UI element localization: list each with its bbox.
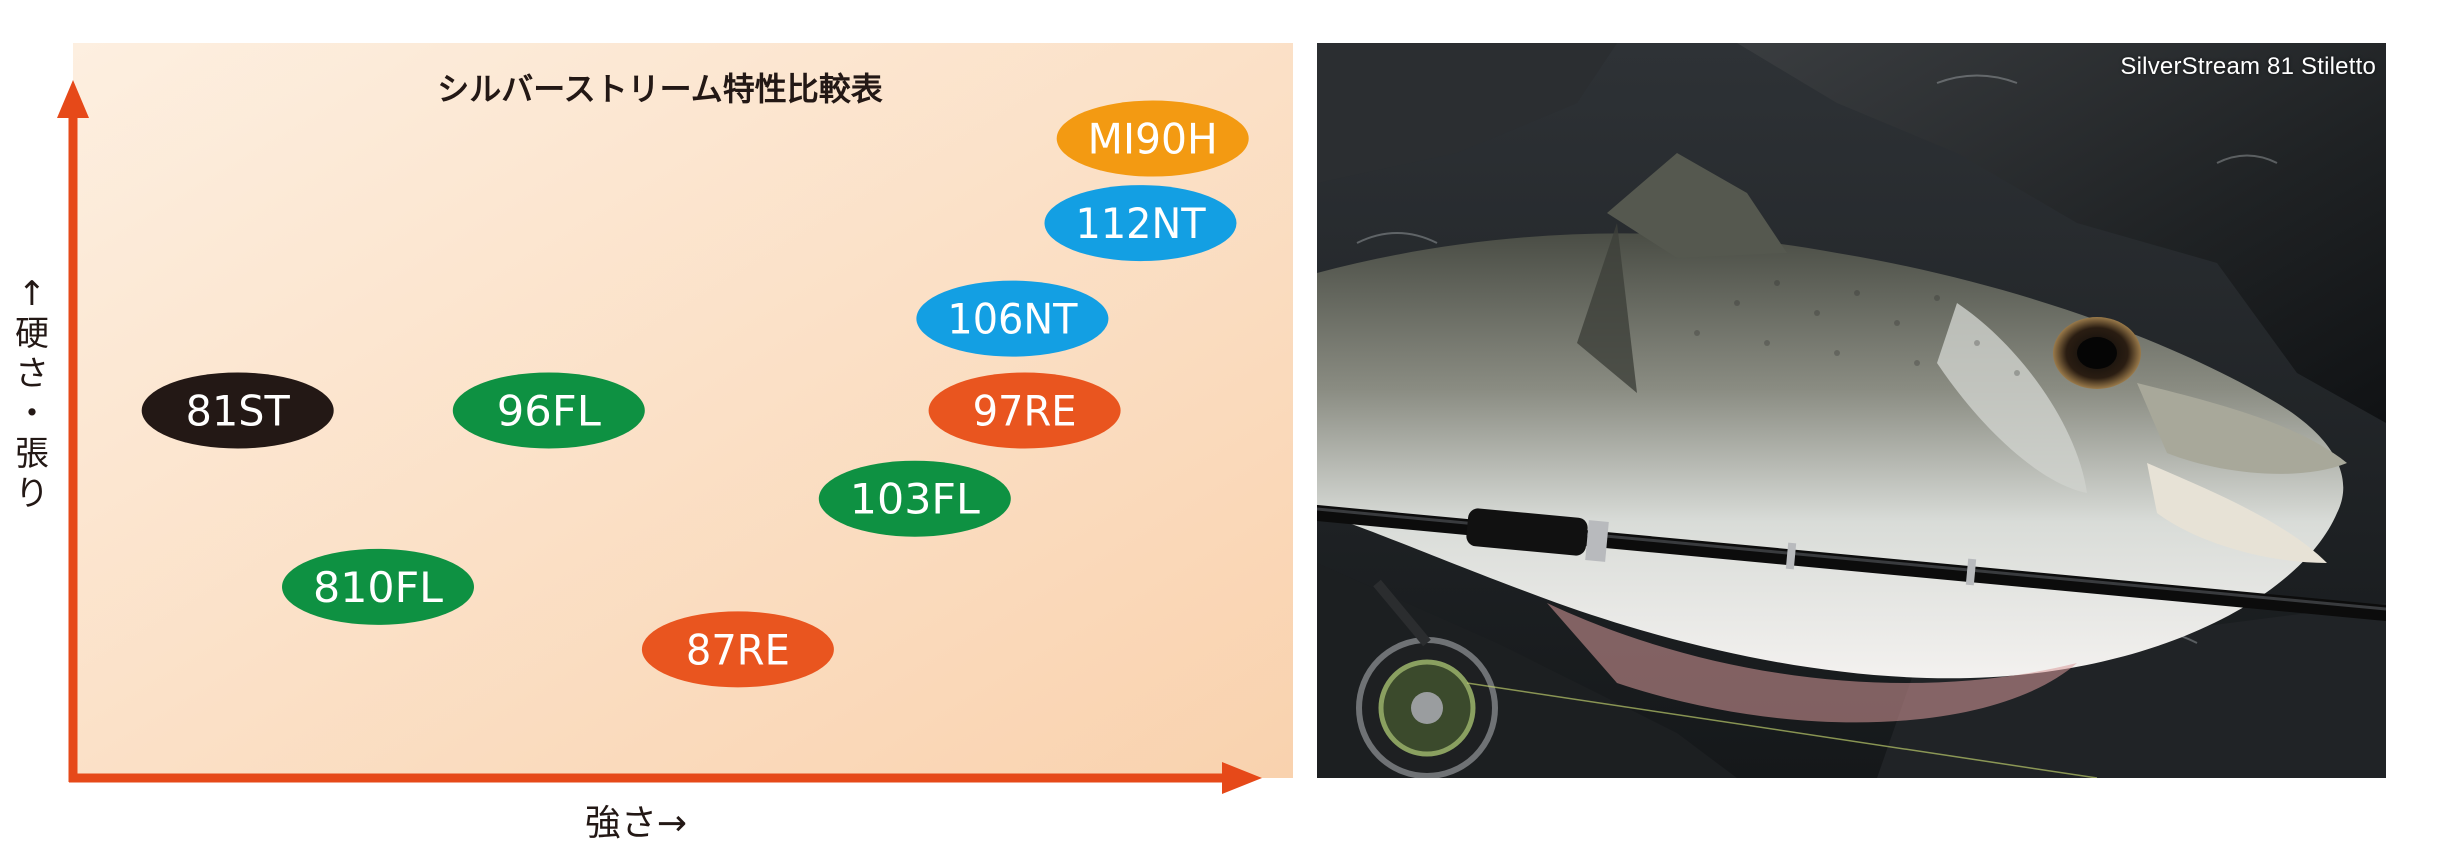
point-marker — [818, 460, 1011, 537]
data-point-106nt: 106NT — [916, 280, 1109, 357]
data-point-mi90h: MI90H — [1056, 100, 1249, 177]
point-marker — [916, 280, 1109, 357]
point-marker — [1056, 100, 1249, 177]
data-points: 81ST 96FL 810FL 87RE 103FL 97RE 106NT 112NT MI90… — [141, 100, 1249, 688]
point-marker — [928, 372, 1121, 449]
y-axis-label: ↑硬さ・張り — [15, 274, 49, 514]
data-point-97re: 97RE — [928, 372, 1121, 449]
fish-photo-illustration — [1317, 43, 2386, 778]
point-label: 97RE — [973, 387, 1077, 436]
point-label: MI90H — [1088, 115, 1218, 164]
chart-title: シルバーストリーム特性比較表 — [437, 70, 882, 108]
data-point-103fl: 103FL — [818, 460, 1011, 537]
point-label: 96FL — [497, 387, 601, 436]
data-point-87re: 87RE — [641, 611, 834, 688]
point-label: 106NT — [947, 295, 1078, 344]
data-point-112nt: 112NT — [1044, 185, 1237, 262]
data-point-81st: 81ST — [141, 372, 334, 449]
point-marker — [282, 548, 474, 625]
point-label: 103FL — [850, 475, 980, 524]
point-label: 81ST — [186, 387, 291, 436]
point-marker — [641, 611, 834, 688]
point-marker — [1044, 185, 1237, 262]
point-label: 87RE — [686, 625, 790, 674]
product-photo: SilverStream 81 Stiletto — [1317, 43, 2386, 778]
point-label: 112NT — [1076, 199, 1207, 248]
x-axis-arrowhead — [1222, 762, 1262, 794]
point-marker — [452, 372, 645, 449]
data-point-810fl: 810FL — [282, 548, 474, 625]
x-axis-label: 強さ→ — [585, 803, 687, 844]
photo-caption: SilverStream 81 Stiletto — [2120, 53, 2376, 80]
y-axis-arrowhead — [57, 80, 89, 118]
point-marker — [141, 372, 334, 449]
axes — [57, 80, 1262, 794]
data-point-96fl: 96FL — [452, 372, 645, 449]
point-label: 810FL — [313, 563, 443, 612]
